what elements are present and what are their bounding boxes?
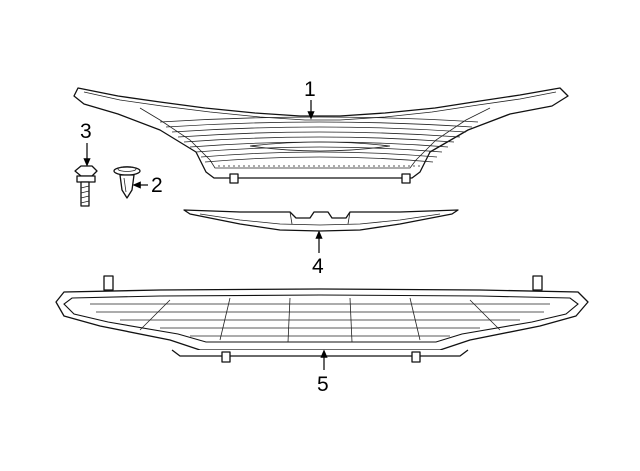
upper-grille-part bbox=[73, 87, 569, 184]
lower-grille-part bbox=[55, 275, 589, 363]
upper-grille-slats bbox=[159, 116, 479, 163]
callout-5: 5 bbox=[317, 373, 329, 396]
bolt-part bbox=[74, 165, 98, 207]
callout-3: 3 bbox=[80, 120, 92, 143]
callout-2: 2 bbox=[151, 174, 163, 197]
callout-4: 4 bbox=[312, 255, 324, 278]
lower-grille-slats bbox=[90, 297, 550, 343]
push-clip-part bbox=[113, 166, 141, 199]
callout-1: 1 bbox=[304, 78, 316, 101]
bracket-part bbox=[183, 209, 459, 232]
